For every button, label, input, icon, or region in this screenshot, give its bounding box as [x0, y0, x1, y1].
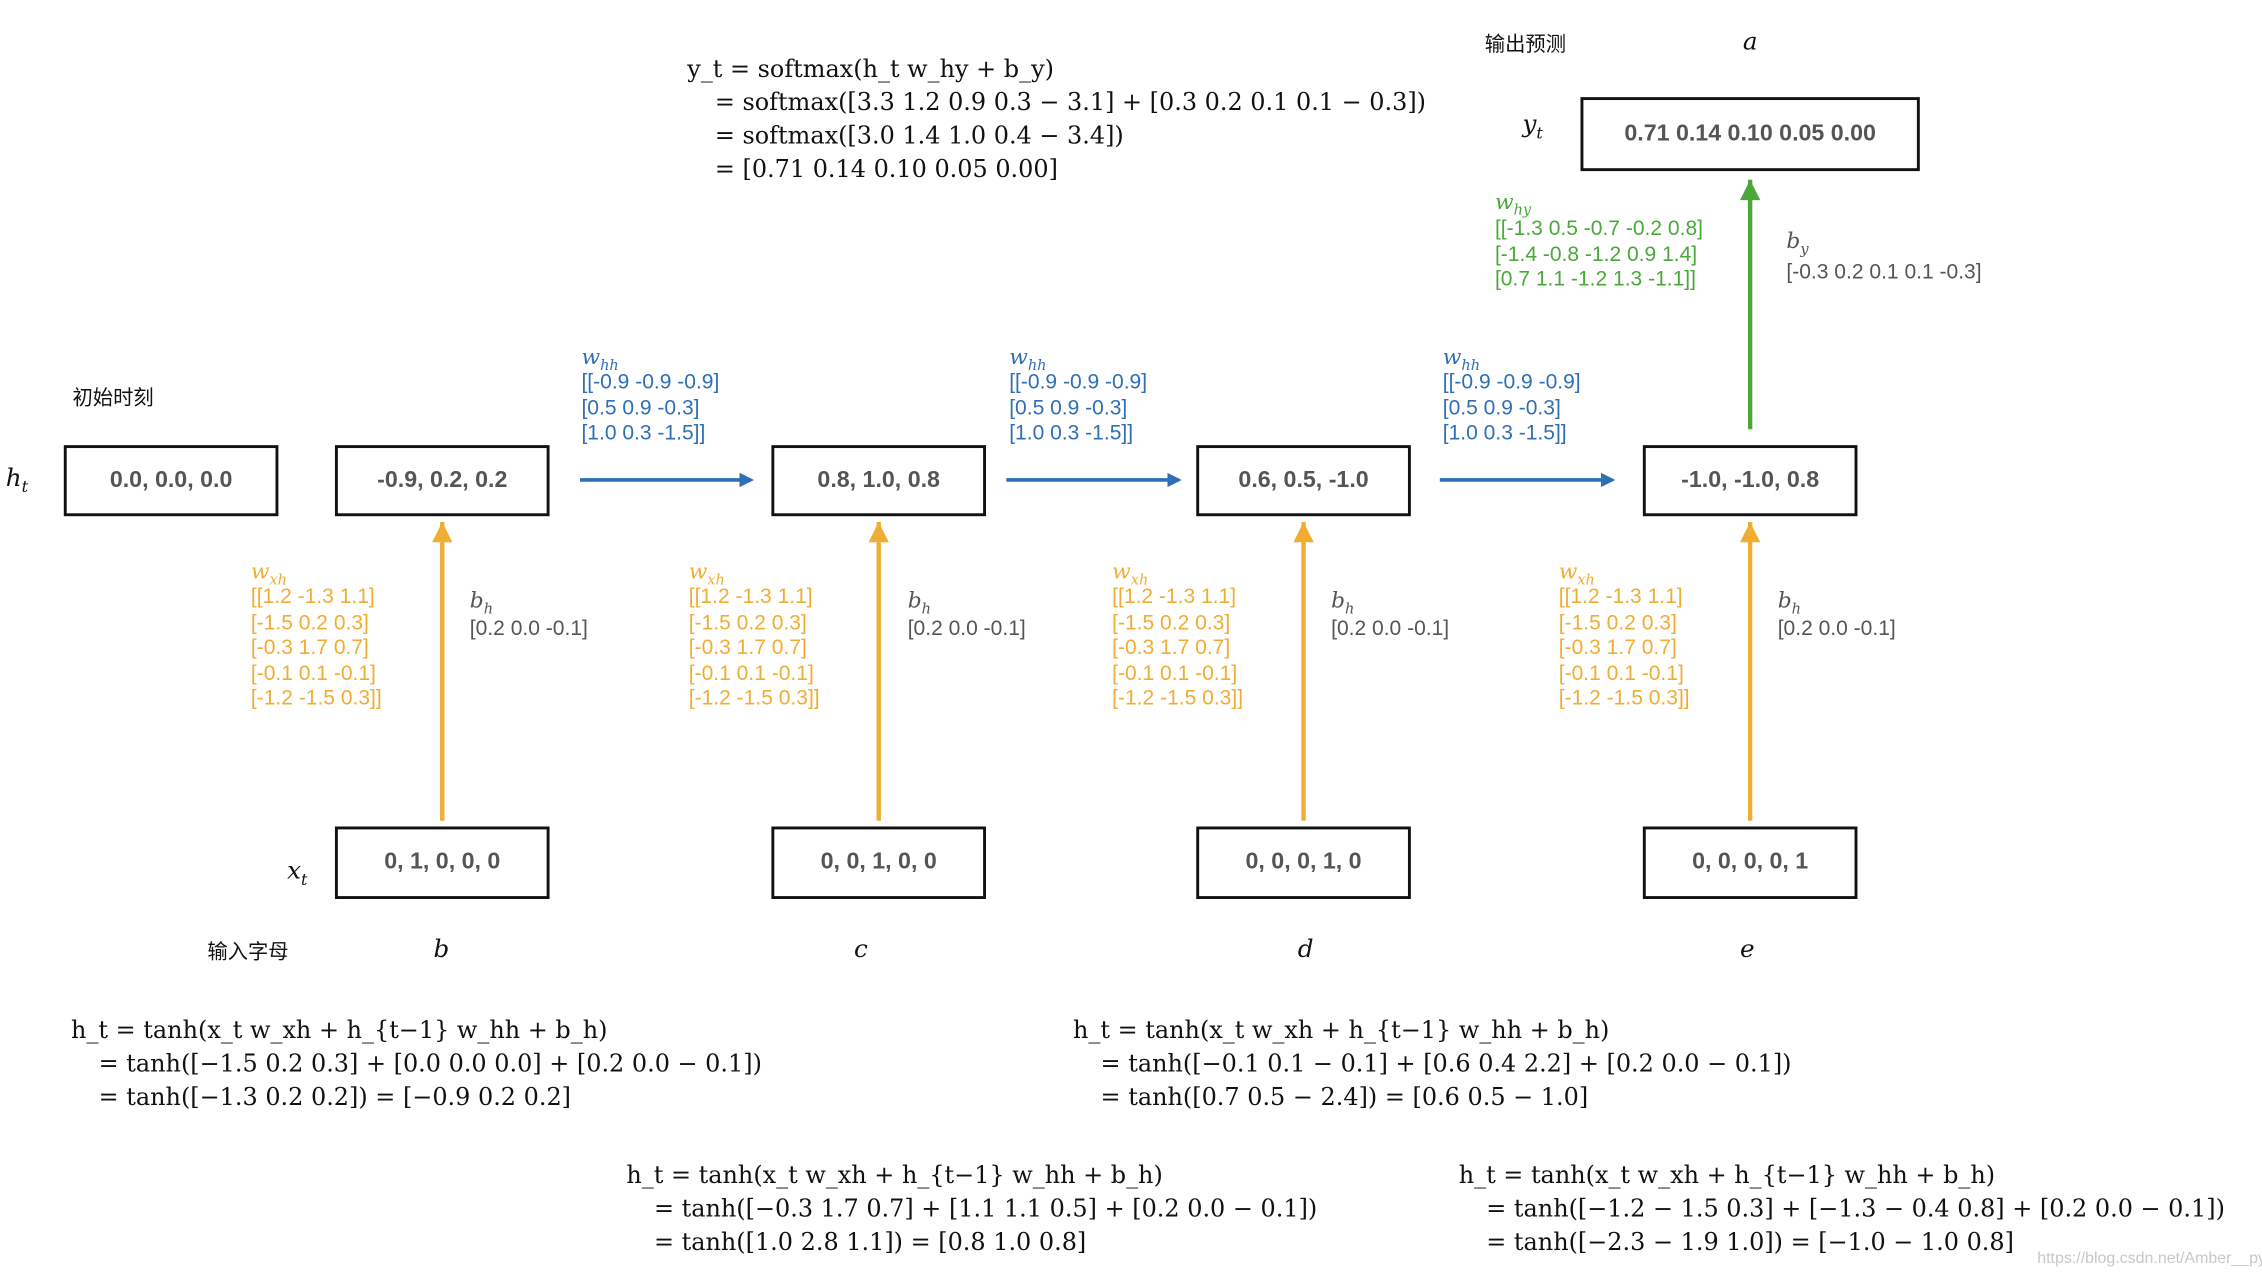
initial-time-label: 初始时刻: [72, 387, 154, 411]
bh-vector-1: [0.2 0.0 -0.1]: [469, 617, 588, 641]
equation-step-b: h_t = tanh(x_t w_xh + h_{t−1} w_hh + b_h…: [71, 1016, 762, 1111]
input-arrowhead-d: [1293, 522, 1314, 543]
whh-label-1: whh: [581, 343, 619, 375]
output-prediction-label: 输出预测: [1484, 33, 1566, 57]
input-box-d: 0, 0, 0, 1, 0: [1196, 826, 1411, 899]
wxh-label-3: wxh: [1112, 558, 1149, 589]
bh-vector-4: [0.2 0.0 -0.1]: [1777, 617, 1896, 641]
equation-step-c: h_t = tanh(x_t w_xh + h_{t−1} w_hh + b_h…: [626, 1161, 1318, 1256]
wxh-matrix-4: [[1.2 -1.3 1.1][-1.5 0.2 0.3][-0.3 1.7 0…: [1558, 585, 1690, 711]
xt-symbol: xt: [287, 856, 308, 890]
ht-symbol: ht: [5, 464, 29, 497]
wxh-label-4: wxh: [1558, 558, 1595, 589]
whh-matrix-3: [[-0.9 -0.9 -0.9][0.5 0.9 -0.3][1.0 0.3 …: [1442, 371, 1581, 446]
whh-matrix-1: [[-0.9 -0.9 -0.9][0.5 0.9 -0.3][1.0 0.3 …: [581, 371, 720, 446]
hidden-state-2: 0.8, 1.0, 0.8: [771, 445, 987, 517]
bh-label-3: bh: [1331, 587, 1355, 618]
whh-matrix-2: [[-0.9 -0.9 -0.9][0.5 0.9 -0.3][1.0 0.3 …: [1009, 371, 1148, 446]
hidden-state-0: 0.0, 0.0, 0.0: [63, 445, 279, 517]
bh-vector-3: [0.2 0.0 -0.1]: [1331, 617, 1450, 641]
output-box: 0.71 0.14 0.10 0.05 0.00: [1580, 97, 1920, 172]
wxh-label-1: wxh: [250, 558, 288, 589]
yt-symbol: yt: [1522, 110, 1543, 143]
input-box-b: 0, 1, 0, 0, 0: [334, 826, 550, 899]
equation-head: y_t = softmax(h_t w_hy + b_y): [687, 55, 1054, 83]
wxh-matrix-2: [[1.2 -1.3 1.1][-1.5 0.2 0.3][-0.3 1.7 0…: [688, 585, 820, 711]
wxh-matrix-3: [[1.2 -1.3 1.1][-1.5 0.2 0.3][-0.3 1.7 0…: [1112, 585, 1244, 711]
why-label: why: [1494, 188, 1532, 219]
input-letter-d: d: [1297, 935, 1314, 965]
input-letter-b: b: [433, 935, 450, 965]
bh-label-2: bh: [907, 587, 931, 618]
hidden-state-4: -1.0, -1.0, 0.8: [1642, 445, 1858, 517]
input-letter-c: c: [854, 935, 868, 965]
input-arrowhead-e: [1740, 522, 1761, 543]
whh-label-2: whh: [1009, 343, 1047, 375]
output-arrowhead: [1740, 179, 1761, 201]
input-box-e: 0, 0, 0, 0, 1: [1642, 826, 1858, 899]
input-letters-label: 输入字母: [207, 941, 289, 965]
bh-label-1: bh: [469, 587, 494, 618]
by-label: by: [1786, 227, 1809, 259]
input-arrowhead-c: [868, 522, 889, 543]
bh-label-4: bh: [1777, 587, 1801, 618]
input-box-c: 0, 0, 1, 0, 0: [771, 826, 987, 899]
output-letter: a: [1742, 27, 1758, 57]
equation-step-d: h_t = tanh(x_t w_xh + h_{t−1} w_hh + b_h…: [1073, 1016, 1792, 1111]
equation-step-e: h_t = tanh(x_t w_xh + h_{t−1} w_hh + b_h…: [1458, 1161, 2225, 1256]
softmax-equation: y_t = softmax(h_t w_hy + b_y) = softmax(…: [687, 52, 1426, 185]
input-letter-e: e: [1740, 935, 1755, 965]
why-matrix: [[-1.3 0.5 -0.7 -0.2 0.8][-1.4 -0.8 -1.2…: [1494, 217, 1704, 292]
hidden-state-3: 0.6, 0.5, -1.0: [1196, 445, 1411, 517]
hidden-state-1: -0.9, 0.2, 0.2: [334, 445, 550, 517]
wxh-label-2: wxh: [688, 558, 725, 589]
watermark: https://blog.csdn.net/Amber__py: [2037, 1249, 2262, 1268]
wxh-matrix-1: [[1.2 -1.3 1.1][-1.5 0.2 0.3][-0.3 1.7 0…: [250, 585, 382, 711]
input-arrowhead-b: [432, 522, 453, 543]
whh-label-3: whh: [1442, 343, 1481, 375]
by-vector: [-0.3 0.2 0.1 0.1 -0.3]: [1786, 261, 1982, 285]
bh-vector-2: [0.2 0.0 -0.1]: [907, 617, 1026, 641]
